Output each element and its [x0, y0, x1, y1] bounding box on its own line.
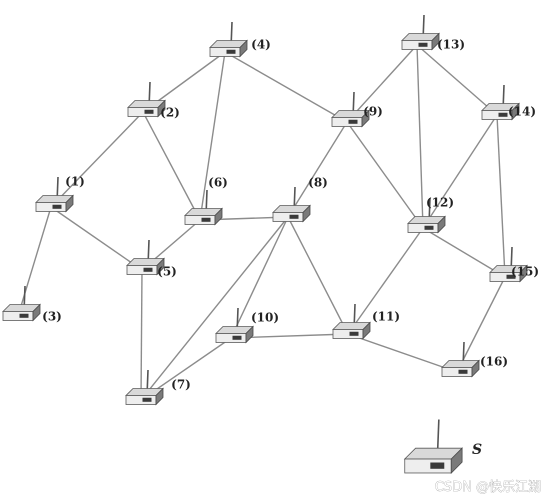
sink-node-label: S — [472, 442, 482, 458]
node-label: (13) — [437, 38, 465, 52]
edge-9-13 — [346, 44, 418, 123]
edge-8-9 — [287, 121, 348, 218]
node-label: (14) — [508, 105, 536, 119]
node-label: (2) — [160, 106, 180, 120]
edge-11-16 — [347, 333, 458, 373]
sensor-node-9: (9) — [331, 91, 383, 128]
edge-14-12 — [422, 114, 498, 229]
node-label: (5) — [157, 265, 177, 279]
sensor-node-8: (8) — [272, 176, 328, 223]
edge-2-6 — [142, 111, 201, 221]
edge-8-7 — [140, 216, 289, 401]
sensor-node-2: (2) — [127, 81, 180, 120]
node-label: (10) — [251, 311, 279, 325]
node-label: (16) — [480, 355, 508, 369]
edge-13-12 — [416, 44, 424, 229]
edge-5-7 — [140, 269, 143, 401]
edge-2-1 — [50, 111, 144, 208]
edge-15-16 — [456, 276, 506, 373]
node-label: (4) — [251, 38, 271, 52]
node-label: (12) — [426, 196, 454, 210]
sink-node: S — [403, 419, 482, 474]
node-label: (7) — [171, 378, 191, 392]
watermark: CSDN @快乐江湖 — [435, 480, 541, 495]
node-label: (8) — [308, 176, 328, 190]
edge-12-11 — [347, 227, 424, 335]
edge-8-11 — [287, 216, 349, 335]
sensor-node-14: (14) — [481, 84, 536, 121]
node-label: (15) — [511, 265, 539, 279]
edge-1-5 — [50, 206, 143, 271]
sensor-node-15: (15) — [489, 246, 539, 283]
sensor-node-16: (16) — [441, 341, 508, 378]
sensor-node-7: (7) — [125, 369, 191, 406]
sensor-node-5: (5) — [126, 239, 177, 279]
sensor-node-4: (4) — [209, 21, 271, 58]
sensor-node-1: (1) — [35, 175, 85, 213]
node-label: (1) — [65, 175, 85, 189]
edge-14-15 — [496, 114, 506, 278]
edge-13-14 — [416, 44, 498, 116]
sensor-node-10: (10) — [215, 307, 279, 344]
edge-4-6 — [199, 51, 226, 221]
nodes-layer: (1) (2) (3) (4) (5) (6) (7) (8) (9) (10) (11) (12) (… — [2, 14, 539, 474]
edge-8-10 — [230, 216, 289, 339]
edge-1-3 — [17, 206, 52, 317]
edge-9-12 — [346, 121, 424, 229]
node-label: (9) — [363, 105, 383, 119]
sensor-node-11: (11) — [332, 303, 400, 340]
edge-4-9 — [224, 51, 348, 123]
sensor-node-13: (13) — [401, 14, 465, 52]
node-label: (6) — [208, 176, 228, 190]
sensor-node-6: (6) — [184, 176, 228, 226]
edge-12-15 — [422, 227, 506, 278]
node-label: (11) — [372, 310, 400, 324]
node-label: (3) — [42, 310, 62, 324]
sensor-node-12: (12) — [407, 196, 454, 234]
sensor-node-3: (3) — [2, 285, 62, 324]
